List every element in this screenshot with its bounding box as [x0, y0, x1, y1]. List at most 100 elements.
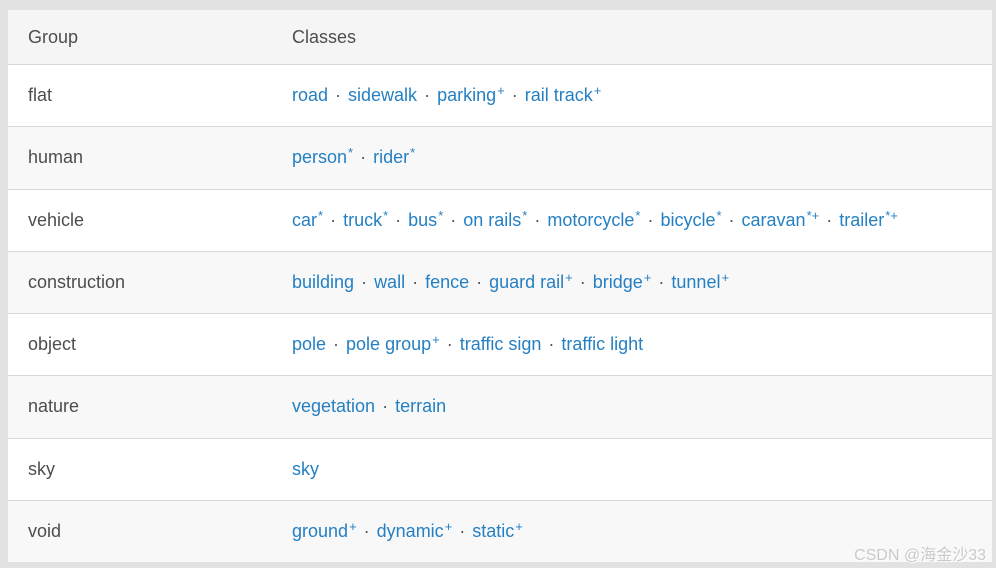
class-link[interactable]: motorcycle* — [547, 209, 641, 230]
class-link[interactable]: on rails* — [463, 209, 528, 230]
class-link[interactable]: caravan*+ — [741, 209, 820, 230]
group-cell: object — [28, 334, 77, 355]
class-link[interactable]: terrain — [395, 396, 447, 417]
class-superscript: + — [515, 520, 523, 534]
table-row: void ground+ · dynamic+ · static+ — [8, 499, 992, 562]
class-link[interactable]: person* — [292, 147, 354, 168]
class-superscript: + — [643, 271, 652, 285]
class-link[interactable]: traffic sign — [459, 334, 542, 355]
class-superscript: * — [438, 209, 444, 223]
table-row: flat road · sidewalk · parking+ · rail track+ — [8, 64, 992, 127]
class-link[interactable]: bicycle* — [660, 209, 722, 230]
class-link[interactable]: parking+ — [437, 85, 505, 106]
group-cell: sky — [28, 458, 55, 479]
class-superscript: * — [522, 209, 528, 223]
class-link[interactable]: trailer*+ — [839, 209, 898, 230]
class-separator: · — [647, 209, 654, 230]
class-superscript: * — [383, 209, 389, 223]
table-header-row: Group Classes — [8, 10, 992, 64]
classes-cell: car* · truck* · bus* · on rails* · motorcycle* · b… — [292, 210, 992, 231]
class-link[interactable]: sidewalk — [348, 85, 418, 106]
class-superscript: * — [635, 209, 641, 223]
class-link[interactable]: truck* — [343, 209, 389, 230]
class-separator: · — [658, 271, 665, 292]
class-separator: · — [424, 85, 431, 106]
class-link[interactable]: guard rail+ — [489, 271, 573, 292]
class-superscript: + — [721, 271, 730, 285]
class-link[interactable]: wall — [374, 271, 406, 292]
class-separator: · — [395, 209, 402, 230]
class-link[interactable]: static+ — [472, 520, 523, 541]
class-superscript: + — [432, 334, 440, 348]
class-link[interactable]: traffic light — [561, 334, 644, 355]
class-superscript: *+ — [806, 209, 820, 223]
class-separator: · — [335, 85, 342, 106]
class-superscript: * — [716, 209, 722, 223]
classes-cell: building · wall · fence · guard rail+ · bridge+ ·… — [292, 272, 992, 293]
class-link[interactable]: dynamic+ — [376, 520, 453, 541]
class-separator: · — [382, 396, 389, 417]
classes-cell: person* · rider* — [292, 147, 992, 168]
group-cell: void — [28, 520, 62, 541]
table-row: vehicle car* · truck* · bus* · on rails* · motorc… — [8, 188, 992, 251]
class-superscript: + — [444, 520, 453, 534]
group-cell: vehicle — [28, 209, 85, 230]
class-link[interactable]: pole group+ — [346, 334, 440, 355]
class-separator: · — [446, 334, 453, 355]
class-separator: · — [728, 209, 735, 230]
classes-cell: road · sidewalk · parking+ · rail track+ — [292, 85, 992, 106]
class-superscript: * — [318, 209, 324, 223]
class-separator: · — [826, 209, 833, 230]
group-cell: construction — [28, 271, 126, 292]
class-separator: · — [459, 520, 466, 541]
class-separator: · — [450, 209, 457, 230]
class-superscript: + — [349, 520, 357, 534]
class-link[interactable]: sky — [292, 458, 319, 479]
class-link[interactable]: car* — [292, 209, 324, 230]
class-separator: · — [333, 334, 340, 355]
group-cell: flat — [28, 85, 53, 106]
classes-cell: vegetation · terrain — [292, 396, 992, 417]
class-separator: · — [579, 271, 586, 292]
classes-column-header: Classes — [292, 26, 357, 47]
group-cell: nature — [28, 396, 80, 417]
class-superscript: + — [497, 85, 505, 99]
table-row: nature vegetation · terrain — [8, 375, 992, 438]
class-superscript: * — [410, 147, 416, 161]
classes-cell: pole · pole group+ · traffic sign · traffic li… — [292, 334, 992, 355]
table-row: sky sky — [8, 437, 992, 500]
class-link[interactable]: bus* — [408, 209, 444, 230]
classes-cell: ground+ · dynamic+ · static+ — [292, 521, 992, 542]
classes-cell: sky — [292, 459, 992, 480]
class-superscript: + — [593, 85, 602, 99]
class-link[interactable]: vegetation — [292, 396, 376, 417]
class-link[interactable]: pole — [292, 334, 327, 355]
class-superscript: + — [565, 271, 573, 285]
class-separator: · — [412, 271, 419, 292]
class-link[interactable]: rail track+ — [524, 85, 602, 106]
table-row: construction building · wall · fence · guard ra… — [8, 250, 992, 313]
class-link[interactable]: building — [292, 271, 355, 292]
class-link[interactable]: tunnel+ — [671, 271, 730, 292]
class-superscript: *+ — [885, 209, 898, 223]
class-separator: · — [534, 209, 541, 230]
class-separator: · — [363, 520, 370, 541]
class-superscript: * — [348, 147, 354, 161]
class-separator: · — [361, 271, 368, 292]
class-separator: · — [476, 271, 483, 292]
classes-table: Group Classes flat road · sidewalk · parking+… — [8, 10, 992, 562]
group-column-header: Group — [28, 26, 79, 47]
table-row: object pole · pole group+ · traffic sign · traf… — [8, 313, 992, 376]
class-separator: · — [548, 334, 555, 355]
class-link[interactable]: rider* — [373, 147, 416, 168]
class-separator: · — [330, 209, 337, 230]
class-link[interactable]: road — [292, 85, 329, 106]
class-link[interactable]: bridge+ — [592, 271, 652, 292]
class-link[interactable]: fence — [425, 271, 470, 292]
class-separator: · — [360, 147, 367, 168]
class-separator: · — [511, 85, 518, 106]
class-link[interactable]: ground+ — [292, 520, 357, 541]
